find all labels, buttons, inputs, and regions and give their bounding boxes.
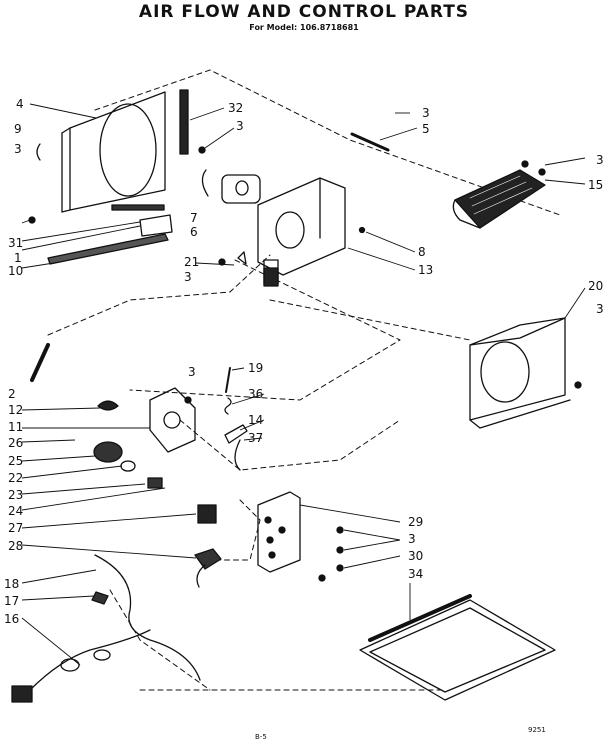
part-20-rear-shroud bbox=[469, 317, 571, 429]
callout-number: 3 bbox=[596, 302, 604, 316]
part-18-harness bbox=[94, 554, 201, 681]
part-29-control-plate bbox=[257, 491, 301, 573]
part-5-rod bbox=[350, 132, 390, 152]
callout-number: 7 bbox=[190, 211, 198, 225]
callout-number: 12 bbox=[8, 403, 23, 417]
part-12-blade bbox=[97, 400, 119, 411]
callout-number: 29 bbox=[408, 515, 423, 529]
callout-number: 21 bbox=[184, 255, 199, 269]
callout-number: 26 bbox=[8, 436, 23, 450]
callout-number: 37 bbox=[248, 431, 263, 445]
callout-number: 14 bbox=[248, 413, 263, 427]
part-22-bushing bbox=[120, 460, 136, 472]
part-15-grille bbox=[452, 169, 546, 229]
part-34-base-pan bbox=[359, 594, 556, 701]
callout-number: 8 bbox=[418, 245, 426, 259]
callout-number: 11 bbox=[8, 420, 23, 434]
callout-number: 24 bbox=[8, 504, 23, 518]
diagram-title: AIR FLOW AND CONTROL PARTS bbox=[138, 2, 470, 22]
part-27-relay bbox=[197, 504, 217, 524]
screw-set-left bbox=[28, 146, 582, 404]
part-28-switch bbox=[194, 548, 222, 588]
page-number: B-5 bbox=[255, 733, 267, 741]
part-15-screws bbox=[521, 160, 546, 176]
part-1-bracket bbox=[139, 214, 173, 237]
part-14-link bbox=[224, 424, 248, 444]
callout-number: 22 bbox=[8, 471, 23, 485]
callout-number: 16 bbox=[4, 612, 19, 626]
part-8-screw bbox=[358, 226, 366, 234]
part-4-shroud bbox=[61, 91, 166, 213]
callout-number: 4 bbox=[16, 97, 24, 111]
callout-number: 30 bbox=[408, 549, 423, 563]
callout-number: 10 bbox=[8, 264, 23, 278]
callout-number: 5 bbox=[422, 122, 430, 136]
part-16-power-cord bbox=[11, 629, 151, 703]
part-17-connector bbox=[91, 591, 109, 605]
part-25-knob bbox=[93, 441, 123, 463]
callout-number: 36 bbox=[248, 387, 263, 401]
callout-number: 6 bbox=[190, 225, 198, 239]
callout-number: 19 bbox=[248, 361, 263, 375]
callout-number: 3 bbox=[14, 142, 22, 156]
part-19-pin bbox=[225, 367, 231, 393]
part-21-bracket bbox=[237, 251, 247, 265]
part-10-rail bbox=[47, 233, 169, 265]
callout-labels bbox=[21, 103, 586, 666]
part-11-control-bracket bbox=[149, 387, 196, 453]
callout-number: 3 bbox=[596, 153, 604, 167]
assembly-guide-lines bbox=[47, 69, 561, 691]
callout-number: 1 bbox=[14, 251, 22, 265]
callout-number: 18 bbox=[4, 577, 19, 591]
callout-number: 3 bbox=[184, 270, 192, 284]
callout-number: 28 bbox=[8, 539, 23, 553]
part-32-strip bbox=[179, 89, 189, 155]
part-9-clip bbox=[36, 143, 41, 161]
callout-number: 34 bbox=[408, 567, 423, 581]
callout-number: 31 bbox=[8, 236, 23, 250]
callout-number: 3 bbox=[408, 532, 416, 546]
callout-number: 13 bbox=[418, 263, 433, 277]
callout-number: 20 bbox=[588, 279, 603, 293]
callout-number: 3 bbox=[236, 119, 244, 133]
model-subtitle: For Model: 106.8718681 bbox=[249, 23, 359, 32]
callout-number: 3 bbox=[422, 106, 430, 120]
callout-number: 25 bbox=[8, 454, 23, 468]
part-7-capacitor bbox=[201, 169, 261, 204]
part-23-shaft bbox=[147, 477, 163, 489]
callout-number: 15 bbox=[588, 178, 603, 192]
callout-number: 3 bbox=[188, 365, 196, 379]
callout-number: 32 bbox=[228, 101, 243, 115]
part-36-spring bbox=[224, 397, 232, 415]
part-31-rail bbox=[111, 204, 165, 211]
callout-number: 27 bbox=[8, 521, 23, 535]
drawing-code: 9251 bbox=[528, 726, 546, 734]
part-37-wire bbox=[234, 439, 241, 471]
callout-number: 9 bbox=[14, 122, 22, 136]
callout-number: 2 bbox=[8, 387, 16, 401]
callout-number: 17 bbox=[4, 594, 19, 608]
part-13-control-bracket bbox=[257, 177, 346, 287]
part-2-bar bbox=[30, 343, 50, 382]
part-30-screws bbox=[318, 526, 344, 582]
callout-number: 23 bbox=[8, 488, 23, 502]
